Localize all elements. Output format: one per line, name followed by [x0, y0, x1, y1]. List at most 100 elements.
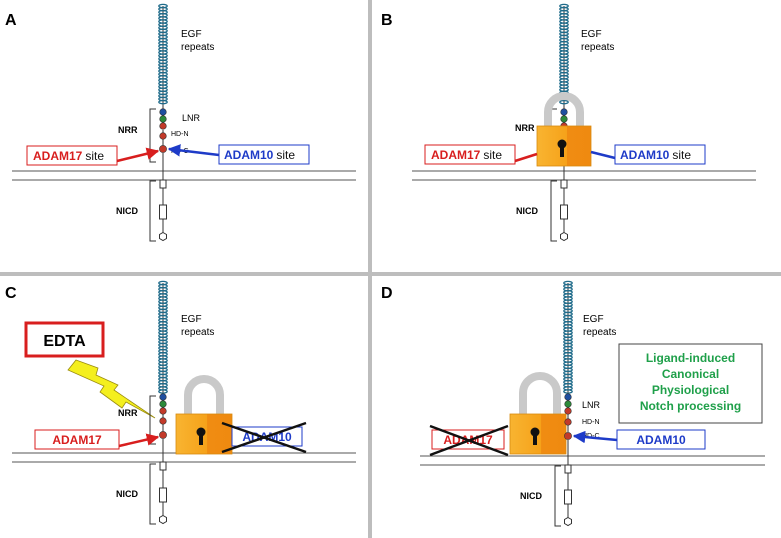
lnr-domain-1 — [564, 393, 572, 401]
lnr-domain-1 — [159, 108, 167, 116]
egf-repeats-coil — [158, 280, 168, 396]
edta-box — [24, 321, 105, 358]
nicd-bracket — [149, 463, 156, 525]
lnr-domain-3 — [159, 122, 167, 130]
nicd-box-2 — [564, 489, 572, 505]
hd-n-domain — [159, 417, 167, 425]
nicd-label: NICD — [516, 206, 538, 216]
adam10-arrow — [167, 144, 220, 157]
adam17-label: ADAM17 — [52, 433, 102, 447]
nicd-hexagon — [159, 514, 167, 525]
lnr-domain-2 — [159, 115, 167, 123]
nrr-label: NRR — [118, 408, 138, 418]
nicd-label: NICD — [116, 206, 138, 216]
egf-label: EGF — [581, 29, 602, 40]
nicd-box-2 — [159, 204, 167, 220]
adam17-site-box — [26, 145, 118, 166]
adam10-site-box — [614, 144, 706, 165]
repeats-label: repeats — [581, 42, 614, 53]
adam17-line — [514, 152, 538, 163]
adam17-box — [34, 429, 120, 450]
adam10-label: ADAM10 — [636, 433, 686, 447]
nicd-box-2 — [159, 487, 167, 503]
nicd-box-1 — [560, 179, 568, 189]
nicd-bracket — [554, 465, 561, 527]
lock-icon — [509, 372, 567, 455]
panel-letter: D — [381, 285, 393, 302]
nicd-label: NICD — [116, 489, 138, 499]
adam17-arrow — [116, 147, 160, 163]
nrr-label: NRR — [118, 125, 138, 135]
nicd-bracket — [149, 180, 156, 242]
panel-letter: B — [381, 12, 393, 29]
note-line-4: Notch processing — [640, 399, 741, 413]
lnr-label: LNR — [182, 113, 201, 123]
lnr-domain-2 — [560, 115, 568, 123]
hd-n-domain — [159, 132, 167, 140]
lock-icon — [536, 92, 592, 167]
processing-note-box — [618, 343, 763, 424]
hd-c-domain — [159, 431, 167, 439]
adam10-arrow — [572, 430, 618, 444]
note-line-1: Ligand-induced — [646, 351, 735, 365]
hd-c-domain — [159, 145, 167, 153]
egf-repeats-coil — [158, 3, 168, 109]
panel-a: A EGF repeats NRR LNR HD-N HD-C NICD ADA… — [5, 3, 356, 242]
egf-repeats-coil — [563, 280, 573, 396]
egf-label: EGF — [181, 314, 202, 325]
lock-icon — [175, 375, 233, 455]
panel-letter: C — [5, 285, 17, 302]
adam17-site-box — [424, 144, 516, 165]
egf-label: EGF — [583, 314, 604, 325]
lnr-domain-1 — [560, 108, 568, 116]
repeats-label: repeats — [583, 327, 616, 338]
nrr-bracket — [149, 108, 156, 163]
nicd-box-1 — [159, 179, 167, 189]
nicd-hexagon — [560, 231, 568, 242]
lnr-label: LNR — [582, 400, 601, 410]
egf-repeat — [559, 99, 569, 105]
lnr-domain-2 — [159, 400, 167, 408]
hd-n-label: HD-N — [582, 419, 600, 426]
note-line-2: Canonical — [662, 367, 719, 381]
note-line-3: Physiological — [652, 383, 729, 397]
edta-label: EDTA — [43, 333, 86, 350]
hd-c-domain — [564, 432, 572, 440]
horizontal-divider — [0, 272, 781, 276]
repeats-label: repeats — [181, 42, 214, 53]
lnr-domain-3 — [564, 407, 572, 415]
egf-repeat — [563, 389, 573, 394]
egf-repeat — [158, 389, 168, 394]
egf-repeat — [158, 99, 168, 105]
adam17-arrow — [118, 433, 160, 448]
lnr-domain-3 — [159, 407, 167, 415]
lnr-domain-2 — [564, 400, 572, 408]
panel-d: D EGF repeats Ligand-induced Canonical P… — [381, 280, 765, 527]
hd-n-domain — [564, 418, 572, 426]
vertical-divider — [368, 0, 372, 538]
panel-c: C EGF repeats EDTA NRR NICD — [5, 280, 356, 525]
cross-out-icon — [221, 421, 307, 454]
egf-label: EGF — [181, 29, 202, 40]
nicd-hexagon — [159, 231, 167, 242]
nicd-box-1 — [564, 464, 572, 474]
lnr-domain-1 — [159, 393, 167, 401]
nrr-label: NRR — [515, 123, 535, 133]
adam10-line — [590, 150, 616, 160]
nicd-bracket — [550, 180, 557, 242]
nicd-hexagon — [564, 516, 572, 527]
hd-n-label: HD-N — [171, 131, 189, 138]
lightning-icon — [67, 359, 156, 419]
repeats-label: repeats — [181, 327, 214, 338]
nicd-label: NICD — [520, 491, 542, 501]
cross-out-icon — [429, 424, 509, 457]
nicd-box-2 — [560, 204, 568, 220]
nicd-box-1 — [159, 461, 167, 471]
panel-letter: A — [5, 12, 17, 29]
